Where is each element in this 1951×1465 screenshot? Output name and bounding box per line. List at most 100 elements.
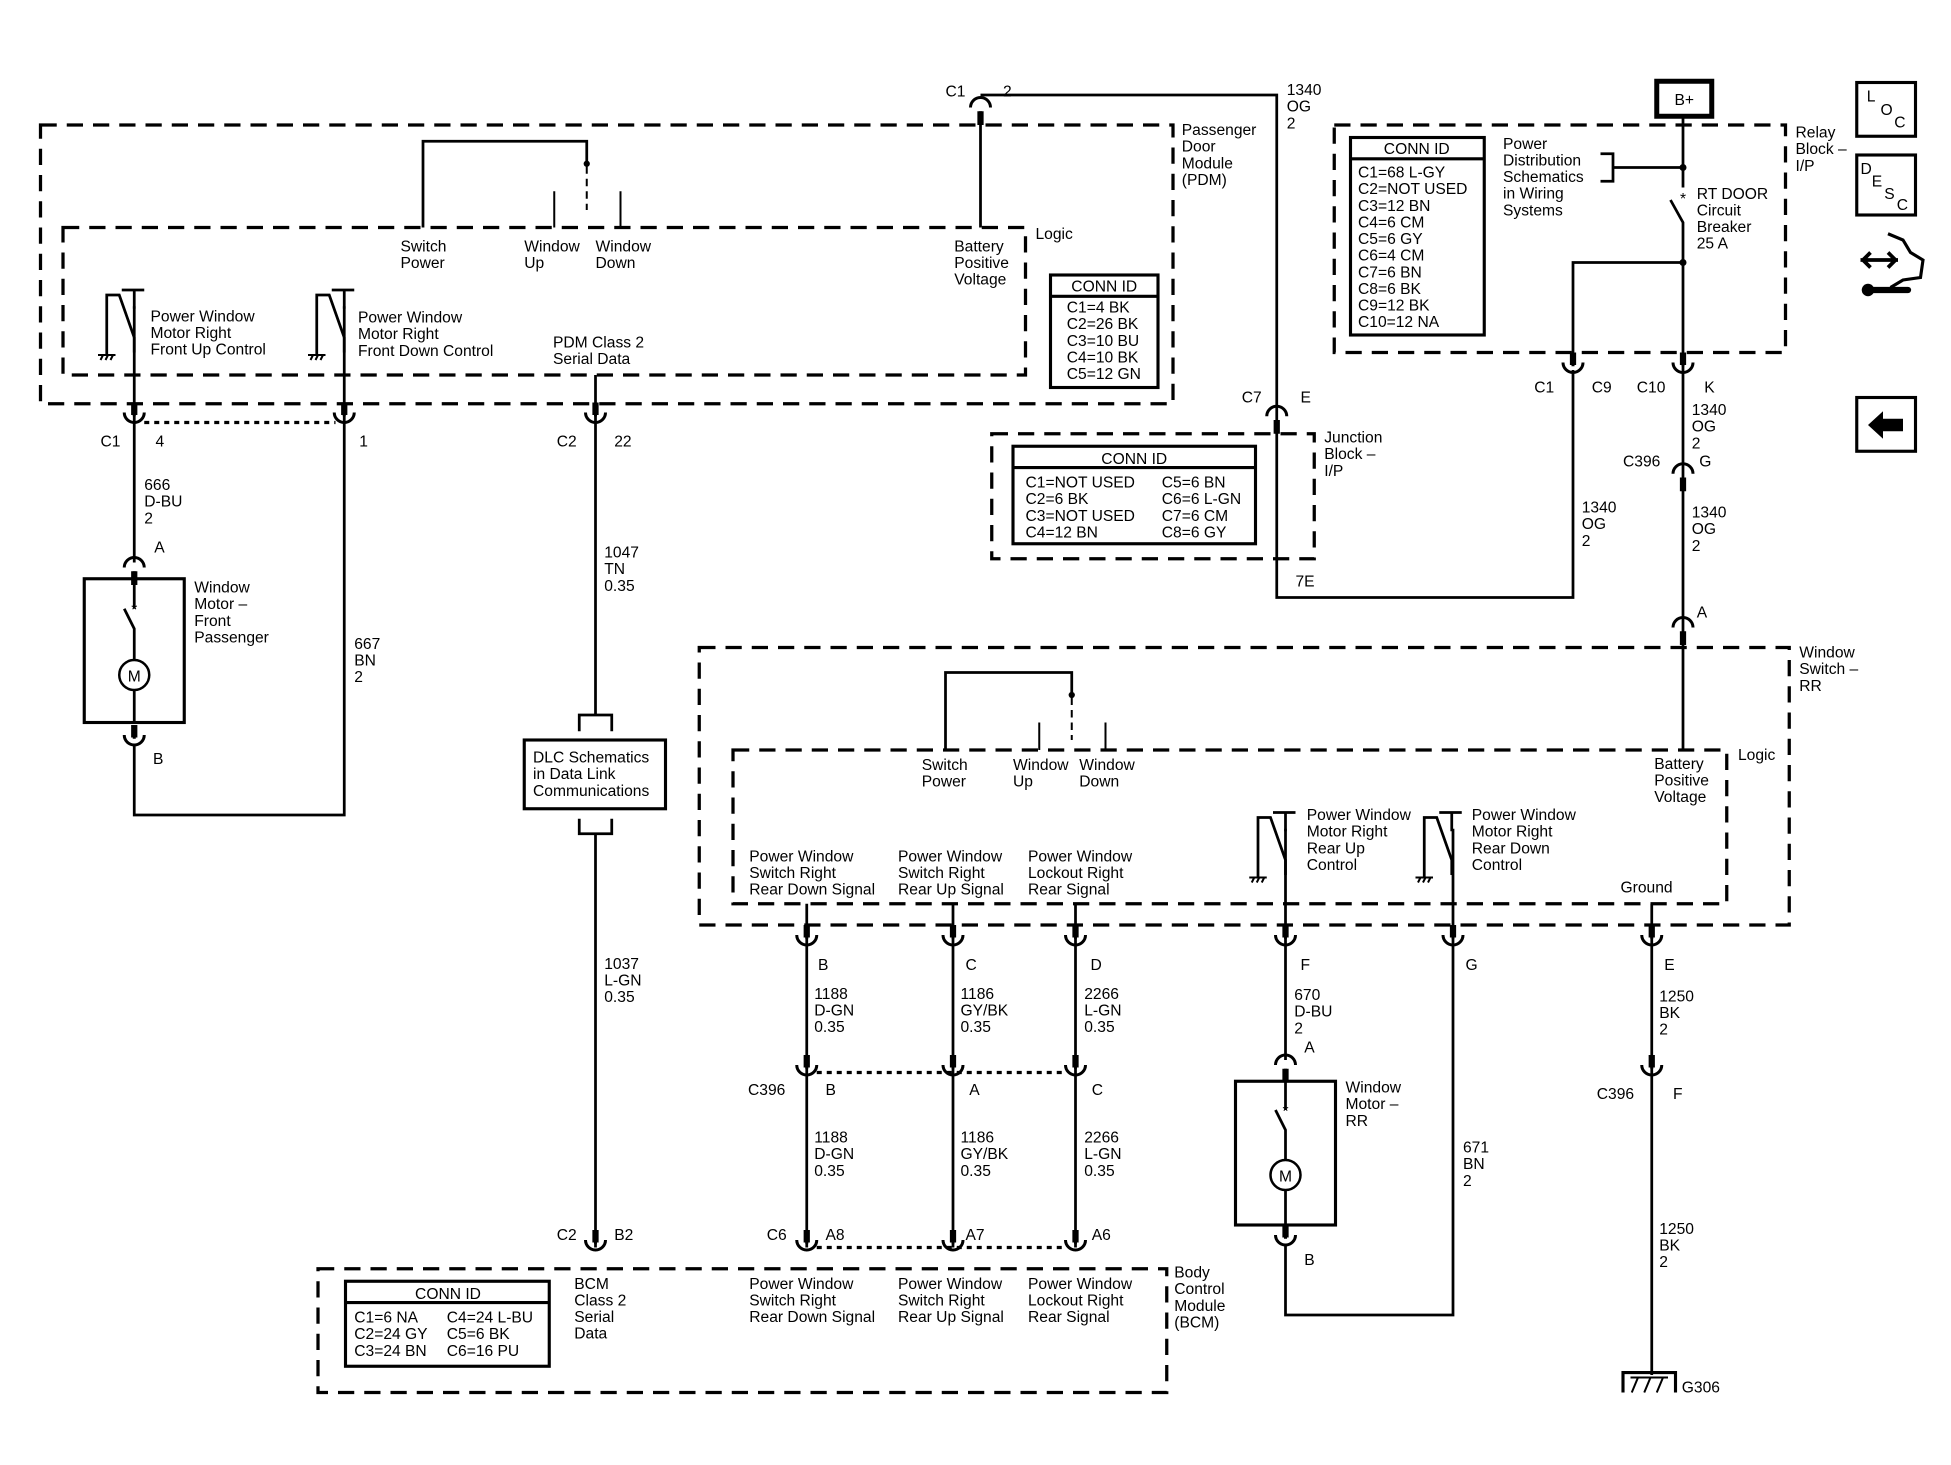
ws-switch-power-wire (944, 671, 1074, 750)
text-line: BK (1659, 1005, 1680, 1022)
text-line: 1186 (961, 986, 995, 1003)
ws-switch-junction (1068, 691, 1075, 699)
loc-letter: L (1867, 88, 1876, 105)
text-line: OG (1692, 521, 1716, 538)
text-line: 0.35 (814, 1019, 845, 1036)
pin-label: A (969, 1082, 980, 1099)
text-line: Junction (1324, 430, 1382, 447)
text-line: Power (401, 255, 445, 272)
text-line: C4=6 CM (1358, 214, 1424, 231)
text-line: C4=10 BK (1067, 349, 1139, 366)
text-line: BN (1463, 1156, 1485, 1173)
text-line: 666 (144, 477, 170, 494)
text-line: C9=12 BK (1358, 298, 1430, 315)
text-line: 670 (1294, 987, 1320, 1004)
junction-dot (1679, 259, 1687, 266)
circuit-breaker-wire (1669, 116, 1685, 370)
window-switch-logic-label: Logic (1738, 747, 1776, 764)
ws-window-leads (1038, 722, 1107, 750)
conn-id-header: CONN ID (1071, 278, 1137, 295)
desc-letter: S (1884, 186, 1894, 203)
text-line: C3=24 BN (354, 1343, 426, 1360)
text-line: Down (1079, 774, 1119, 791)
pin-label: C (1092, 1082, 1103, 1099)
desc-icon[interactable]: D E S C (1855, 153, 1918, 217)
pin-label: A (154, 540, 165, 557)
text-line: 2266 (1084, 1130, 1119, 1147)
pin-label: E (1664, 957, 1674, 974)
text-line: TN (604, 561, 625, 578)
text-line: (BCM) (1174, 1314, 1219, 1331)
pin-label: A7 (966, 1227, 985, 1244)
text-line: Switch Right (898, 1292, 985, 1309)
breaker-star-icon: * (1680, 191, 1686, 208)
text-line: RR (1799, 678, 1822, 695)
text-line: Body (1174, 1265, 1210, 1282)
text-line: OG (1692, 419, 1716, 436)
wire-671 (1284, 828, 1455, 1317)
text-line: Switch (401, 238, 447, 255)
text-line: 0.35 (961, 1163, 992, 1180)
dlc-reference-box[interactable] (522, 738, 668, 811)
text-line: 0.35 (1084, 1019, 1115, 1036)
text-line: 2266 (1084, 986, 1119, 1003)
pin-label: E (1301, 390, 1311, 407)
pin-label: A (1304, 1040, 1315, 1057)
back-arrow-icon[interactable] (1855, 395, 1918, 453)
connector-label: C2 (557, 433, 577, 450)
text-line: Schematics (1503, 169, 1584, 186)
text-line: C5=12 GN (1067, 366, 1141, 383)
text-line: L-GN (1084, 1002, 1121, 1019)
text-line: 2 (1659, 1254, 1668, 1271)
text-line: Motor Right (151, 325, 232, 342)
text-line: Class 2 (574, 1292, 626, 1309)
text-line: C7=6 CM (1162, 508, 1228, 525)
pin-label: F (1301, 957, 1311, 974)
shared-connector-lines (816, 1070, 1067, 1250)
text-line: C2=6 BK (1026, 491, 1089, 508)
text-line: Window (1346, 1080, 1402, 1097)
text-line: Positive (954, 255, 1009, 272)
text-line: C5=6 BN (1162, 475, 1226, 492)
pin-label: A6 (1092, 1227, 1111, 1244)
chassis-ground-icon (97, 354, 116, 361)
pin-label: F (1673, 1086, 1683, 1103)
text-line: Front Down Control (358, 343, 493, 360)
text-line: Motor – (194, 596, 247, 613)
text-line: Door (1182, 139, 1216, 156)
text-line: Rear Down Signal (749, 882, 875, 899)
connector-repair-icon[interactable] (1860, 232, 1925, 297)
loc-icon[interactable]: L O C (1855, 80, 1918, 138)
window-switch-logic-outline (731, 748, 1729, 906)
text-line: Window (524, 238, 580, 255)
text-line: C6=4 CM (1358, 248, 1424, 265)
text-line: I/P (1796, 158, 1815, 175)
connector-symbols (97, 96, 1695, 1252)
pin-label: C9 (1592, 380, 1612, 397)
text-line: 2 (1659, 1022, 1668, 1039)
text-line: 2 (354, 669, 363, 686)
text-line: Motor Right (1307, 824, 1388, 841)
text-line: Window (194, 580, 250, 597)
text-line: 1047 (604, 545, 639, 562)
text-line: 1250 (1659, 1221, 1694, 1238)
text-line: (PDM) (1182, 172, 1227, 189)
text-line: 2 (1463, 1173, 1472, 1190)
text-line: 0.35 (1084, 1163, 1115, 1180)
text-line: Rear Up (1307, 840, 1365, 857)
text-line: 1188 (814, 1130, 848, 1147)
text-line: BCM (574, 1276, 609, 1293)
text-line: Relay (1796, 125, 1836, 142)
